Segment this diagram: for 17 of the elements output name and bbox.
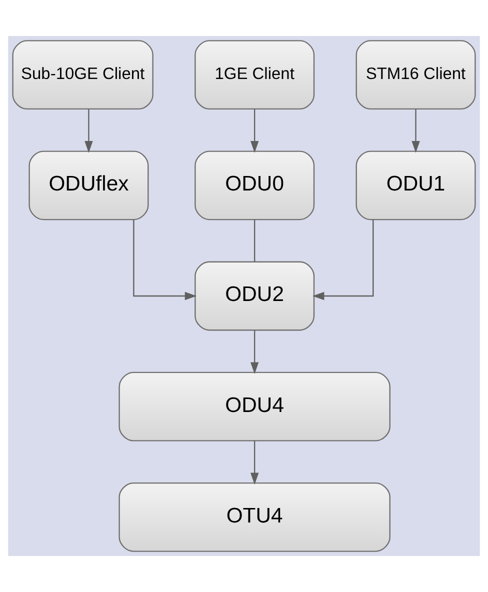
node-box: STM16 Client [356,40,476,110]
arrow [412,109,420,153]
node-box: ODU4 [118,372,390,442]
arrow [312,220,374,300]
node-box: ODU0 [194,150,315,220]
arrow [250,330,259,374]
node-box: ODU2 [194,261,315,331]
node-box: ODUflex [28,150,149,220]
arrow [84,109,93,153]
node-box: ODU1 [356,150,476,220]
arrow [250,109,259,153]
node-box: Sub-10GE Client [12,40,154,110]
arrow [250,440,259,485]
connector [254,220,256,262]
arrow [133,220,197,300]
node-box: 1GE Client [194,40,315,110]
node-box: OTU4 [118,482,390,552]
